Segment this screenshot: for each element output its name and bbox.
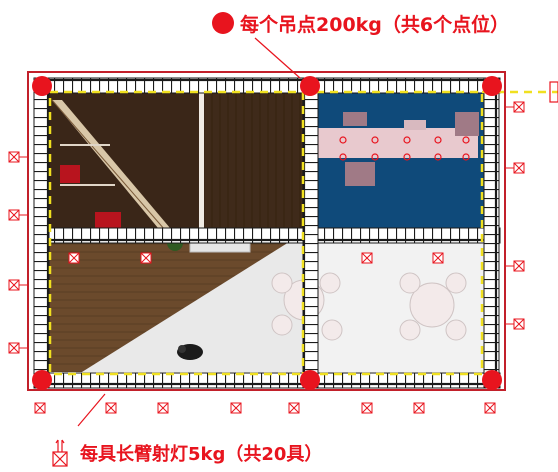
spotlight-icon <box>361 402 373 414</box>
spotlight-icon <box>68 252 80 264</box>
spotlight-icon <box>484 402 496 414</box>
meeting-seat-top-2 <box>404 120 426 130</box>
booth-outline <box>27 71 506 391</box>
red-cabinet-2 <box>95 212 121 228</box>
gray-walkway-floor <box>82 232 305 372</box>
hanging-point-2 <box>300 76 320 96</box>
truss-middle-vertical <box>302 77 319 389</box>
spotlight-icon <box>361 252 373 264</box>
spotlight-icon <box>513 162 525 174</box>
spotlight-pointer-line <box>77 393 106 427</box>
hanging-point-4 <box>32 370 52 390</box>
truss-left <box>33 77 50 389</box>
spotlight-icon <box>513 318 525 330</box>
diagonal-staircase <box>52 100 170 228</box>
spotlight-icon <box>8 342 20 354</box>
meeting-seat-top-1 <box>343 112 367 126</box>
hanging-point-pointer-line <box>254 37 301 79</box>
top-middle-wood-room <box>205 92 305 232</box>
person-figure <box>177 344 203 360</box>
spotlight-legend-text: 每具长臂射灯5kg（共20具） <box>80 444 323 465</box>
right-light-floor <box>305 232 490 372</box>
hanging-points <box>32 76 502 390</box>
hanging-point-legend-text: 每个吊点200kg（共6个点位） <box>240 13 510 36</box>
spotlight-icon <box>157 402 169 414</box>
spotlight-legend: 每具长臂射灯5kg（共20具） <box>50 436 322 470</box>
spotlight-icon <box>140 252 152 264</box>
spotlight-icon <box>8 279 20 291</box>
spotlight-icon <box>8 151 20 163</box>
spotlight-icon <box>432 252 444 264</box>
hanging-point-5 <box>300 370 320 390</box>
spotlight-icon <box>105 402 117 414</box>
lounge-table-right <box>399 272 467 341</box>
hanging-point-icon <box>212 12 234 34</box>
meeting-sofa-right <box>455 112 479 136</box>
floor-areas <box>45 92 490 383</box>
truss-right <box>483 77 500 389</box>
spotlight-icon <box>513 260 525 272</box>
spotlight-icon <box>288 402 300 414</box>
hanging-point-legend: 每个吊点200kg（共6个点位） <box>212 6 509 40</box>
edge-marker <box>549 81 558 103</box>
partition-wall <box>199 92 204 232</box>
ceiling-lights <box>339 136 470 161</box>
spotlights <box>8 101 525 414</box>
dashed-boundary <box>48 90 558 376</box>
spotlight-icon <box>230 402 242 414</box>
red-cabinet-1 <box>60 165 80 183</box>
hanging-point-6 <box>482 370 502 390</box>
truss-middle-horizontal <box>33 227 501 244</box>
spotlight-icon <box>8 209 20 221</box>
truss-structure <box>33 77 501 389</box>
spotlight-icon <box>413 402 425 414</box>
meeting-sofa-left <box>345 162 375 186</box>
spotlight-legend-icon <box>52 439 68 467</box>
hanging-point-1 <box>32 76 52 96</box>
spotlight-icon <box>34 402 46 414</box>
hanging-point-3 <box>482 76 502 96</box>
spotlight-icon <box>513 101 525 113</box>
